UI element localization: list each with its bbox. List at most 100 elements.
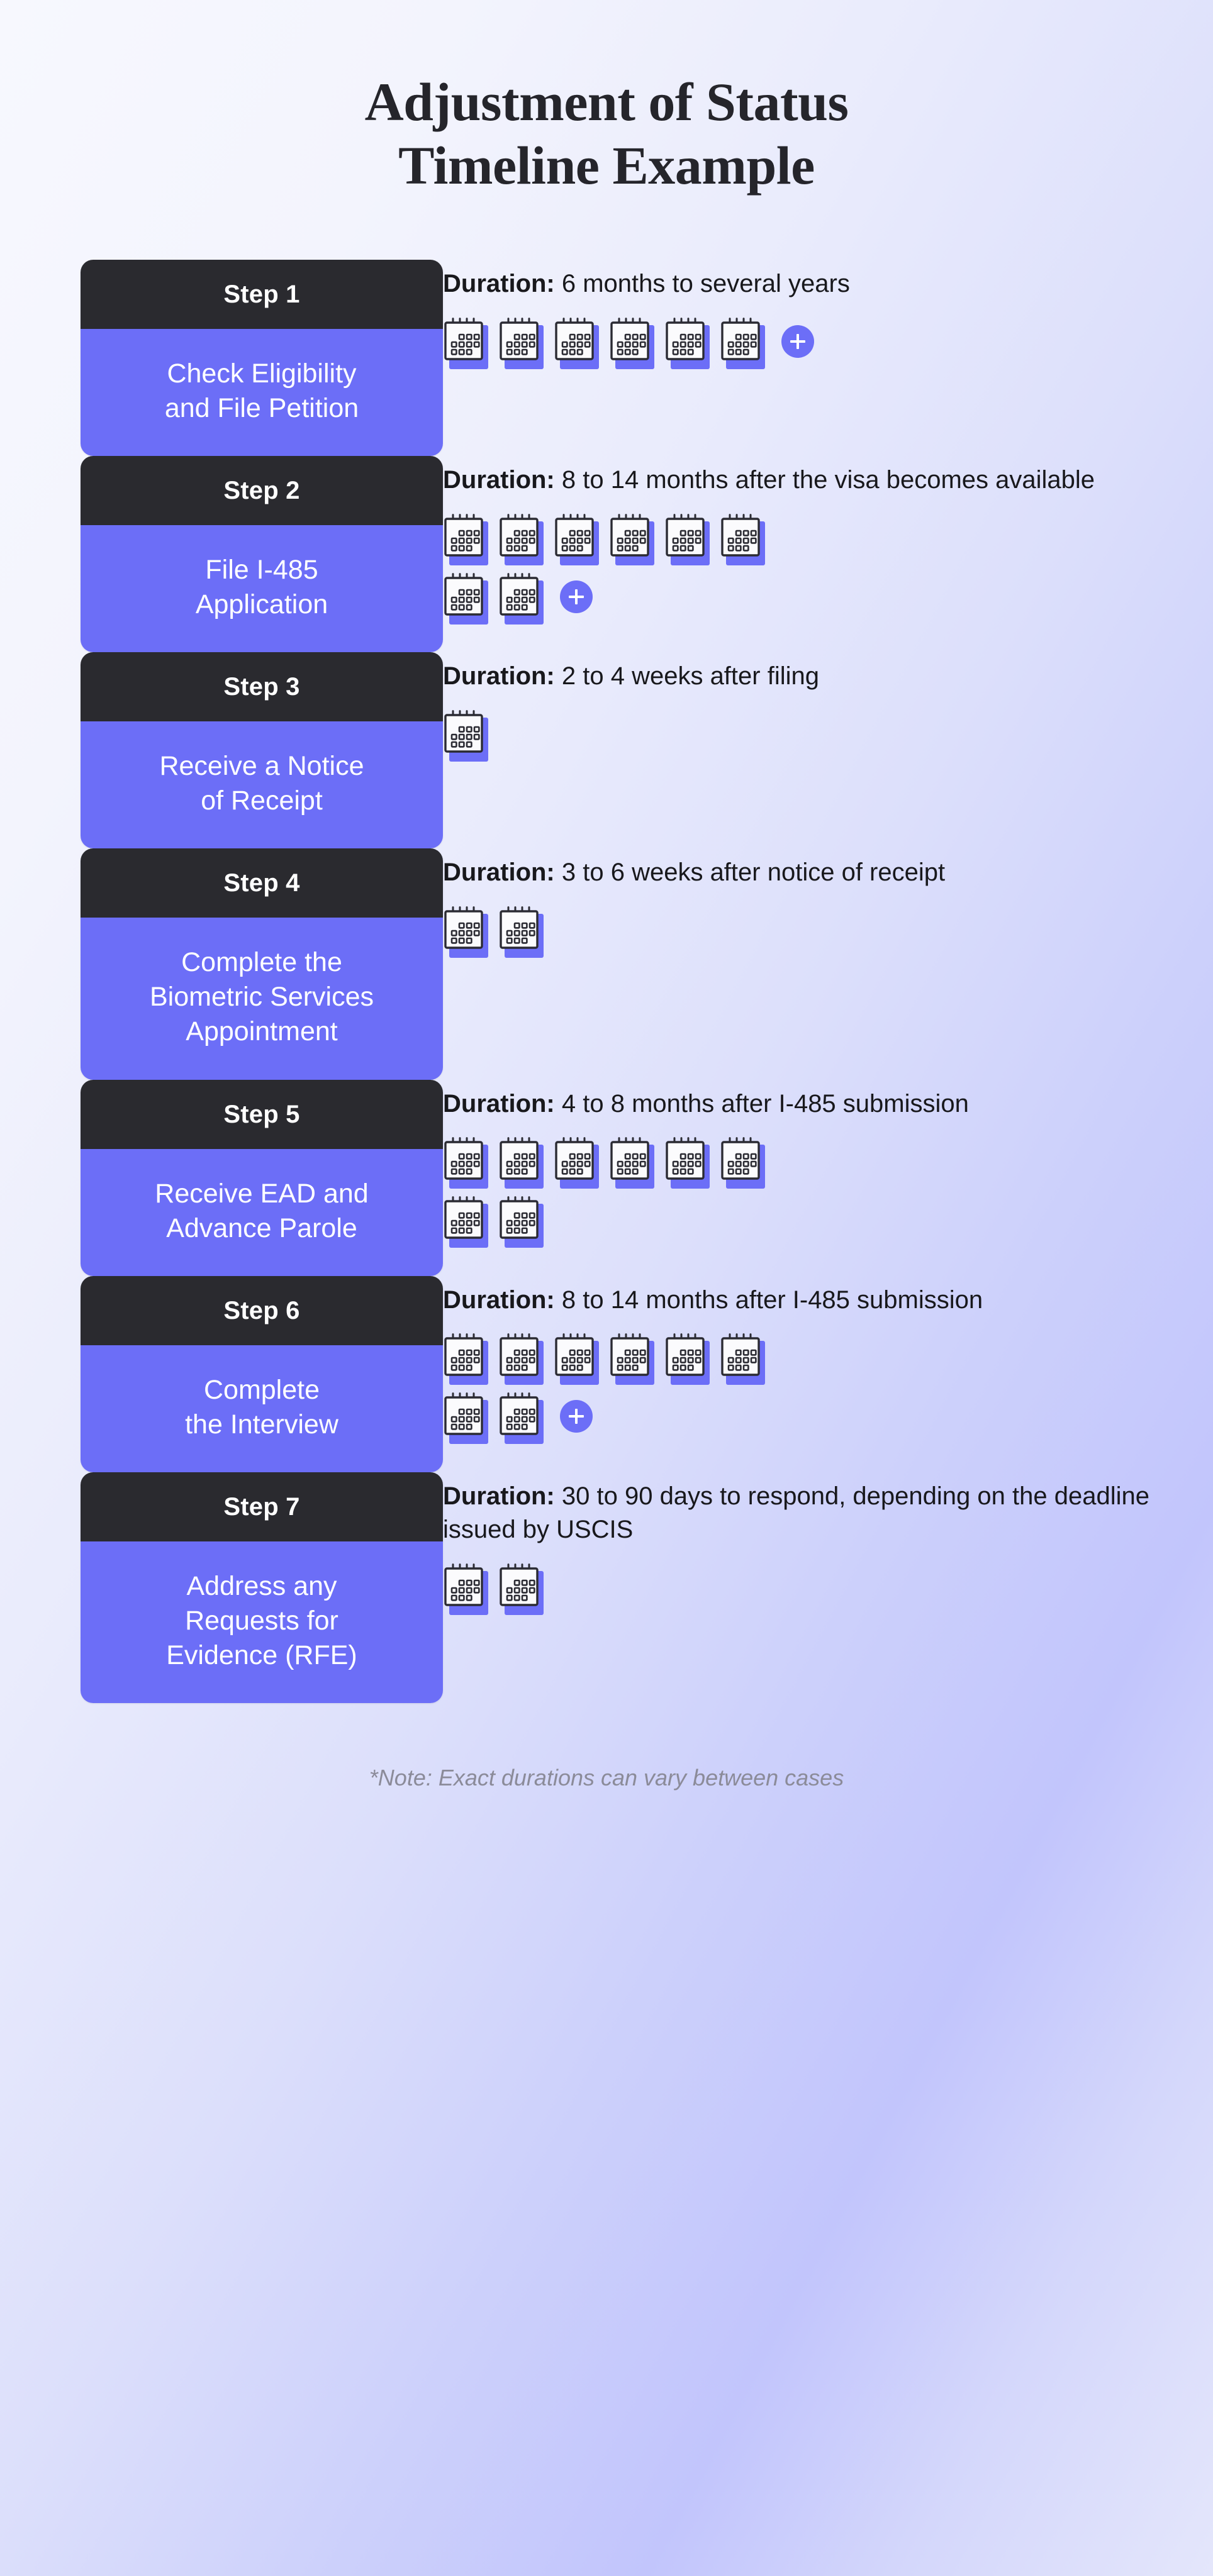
step-detail-column: Duration: 6 months to several years xyxy=(443,260,1213,369)
page-title: Adjustment of Status Timeline Example xyxy=(0,0,1213,197)
calendar-icon xyxy=(498,572,544,625)
footer-note: *Note: Exact durations can vary between … xyxy=(369,1764,844,1790)
step-title-label: Receive a Notice of Receipt xyxy=(81,721,443,849)
page-title-line-1: Adjustment of Status xyxy=(364,72,849,132)
step-title-line: Complete the xyxy=(181,947,342,978)
duration-value: 6 months to several years xyxy=(554,270,850,298)
step-number-label: Step 3 xyxy=(81,652,443,722)
calendar-icon xyxy=(443,710,488,762)
calendar-icon-row xyxy=(443,1392,1175,1445)
calendar-icon-group xyxy=(443,710,1175,762)
duration-value: 8 to 14 months after the visa becomes av… xyxy=(554,466,1095,494)
calendar-icon xyxy=(554,513,599,565)
step-detail-column: Duration: 3 to 6 weeks after notice of r… xyxy=(443,848,1213,958)
step-title-line: File I-485 xyxy=(205,555,318,586)
calendar-icon xyxy=(498,513,544,565)
calendar-icon-group xyxy=(443,513,1175,625)
calendar-icon-group xyxy=(443,1563,1175,1615)
step-card-6[interactable]: Step 6 Complete the Interview xyxy=(81,1275,443,1472)
calendar-icon xyxy=(498,1392,544,1445)
step-card-3[interactable]: Step 3 Receive a Notice of Receipt xyxy=(81,652,443,849)
duration-label: Duration: xyxy=(443,662,555,691)
plus-icon[interactable] xyxy=(781,325,814,358)
calendar-icon xyxy=(609,1333,654,1385)
calendar-icon xyxy=(498,317,544,369)
duration-text: Duration: 6 months to several years xyxy=(443,267,1160,301)
step-title-line: Check Eligibility xyxy=(167,358,357,389)
calendar-icon xyxy=(443,1563,488,1615)
duration-value: 30 to 90 days to respond, depending on t… xyxy=(443,1482,1149,1544)
step-detail-column: Duration: 2 to 4 weeks after filing xyxy=(443,652,1213,762)
page-title-line-2: Timeline Example xyxy=(398,135,815,196)
duration-value: 4 to 8 months after I-485 submission xyxy=(554,1089,969,1118)
calendar-icon xyxy=(664,513,710,565)
calendar-icon-row xyxy=(443,1137,1175,1189)
calendar-icon-row xyxy=(443,710,1175,762)
calendar-icon xyxy=(443,1196,488,1248)
step-title-line: Application xyxy=(195,589,328,620)
calendar-icon xyxy=(443,1137,488,1189)
plus-icon[interactable] xyxy=(560,1400,593,1433)
step-title-line: Appointment xyxy=(186,1016,338,1047)
calendar-icon xyxy=(443,317,488,369)
calendar-icon xyxy=(609,513,654,565)
calendar-icon-row xyxy=(443,1196,1175,1248)
duration-text: Duration: 4 to 8 months after I-485 subm… xyxy=(443,1087,1160,1121)
step-detail-column: Duration: 8 to 14 months after I-485 sub… xyxy=(443,1276,1213,1445)
duration-label: Duration: xyxy=(443,466,555,494)
calendar-icon xyxy=(498,1137,544,1189)
calendar-icon xyxy=(664,1333,710,1385)
calendar-icon xyxy=(554,317,599,369)
step-card-column: Step 3 Receive a Notice of Receipt xyxy=(0,652,443,849)
duration-label: Duration: xyxy=(443,858,555,887)
calendar-icon-group xyxy=(443,317,1175,369)
timeline-step: Step 6 Complete the Interview Duration: 8 t… xyxy=(0,1275,1213,1472)
step-title-line: Evidence (RFE) xyxy=(166,1640,357,1670)
timeline-step: Step 3 Receive a Notice of Receipt Duration… xyxy=(0,652,1213,849)
step-title-line: Requests for xyxy=(185,1605,338,1636)
calendar-icon xyxy=(498,1333,544,1385)
calendar-icon-row xyxy=(443,572,1175,625)
calendar-icon xyxy=(443,1392,488,1445)
calendar-icon-group xyxy=(443,906,1175,958)
step-number-label: Step 6 xyxy=(81,1275,443,1345)
calendar-icon xyxy=(443,906,488,958)
step-title-line: Complete xyxy=(203,1374,320,1405)
calendar-icon xyxy=(554,1333,599,1385)
step-detail-column: Duration: 8 to 14 months after the visa … xyxy=(443,456,1213,625)
step-title-line: Advance Parole xyxy=(166,1213,357,1243)
calendar-icon xyxy=(720,1137,765,1189)
duration-label: Duration: xyxy=(443,1285,555,1314)
step-title-line: the Interview xyxy=(185,1409,338,1440)
duration-label: Duration: xyxy=(443,1089,555,1118)
calendar-icon xyxy=(720,513,765,565)
step-number-label: Step 1 xyxy=(81,260,443,330)
duration-value: 2 to 4 weeks after filing xyxy=(554,662,819,691)
duration-label: Duration: xyxy=(443,1482,555,1510)
calendar-icon-row xyxy=(443,1333,1175,1385)
step-number-label: Step 7 xyxy=(81,1472,443,1541)
step-number-label: Step 4 xyxy=(81,848,443,918)
step-detail-column: Duration: 30 to 90 days to respond, depe… xyxy=(443,1472,1213,1615)
step-card-column: Step 6 Complete the Interview xyxy=(0,1275,443,1472)
plus-icon[interactable] xyxy=(560,580,593,613)
calendar-icon xyxy=(443,572,488,625)
step-title-line: Receive a Notice xyxy=(159,751,364,782)
calendar-icon xyxy=(720,317,765,369)
step-title-line: of Receipt xyxy=(201,786,323,816)
